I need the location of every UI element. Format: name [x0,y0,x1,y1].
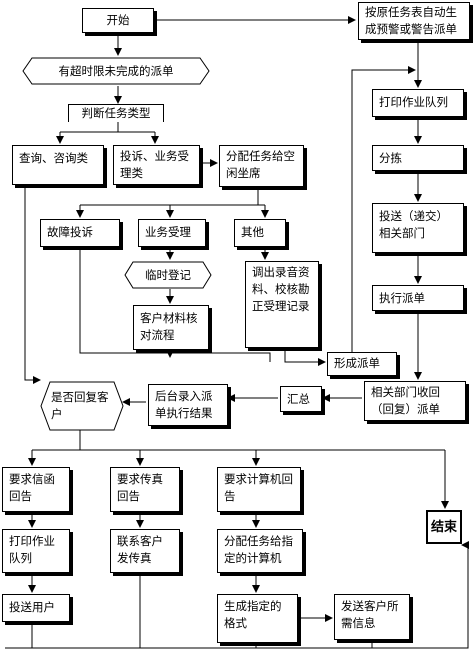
assign-idle-seat-label: 分配任务给空闲坐席 [226,149,295,180]
auto-dispatch-node: 按原任务表自动生成预警或警告派单 [358,2,470,40]
gen-format-node: 生成指定的格式 [217,594,298,643]
recording-review-label: 调出录音资料、校核勘正受理记录 [252,265,310,313]
customer-material-label: 客户材料核对流程 [140,311,198,342]
complaint-business-label: 投诉、业务受理类 [120,149,189,180]
computer-reply-node: 要求计算机回告 [217,467,301,512]
query-node: 查询、咨询类 [12,145,104,185]
complaint-business-node: 投诉、业务受理类 [113,145,200,185]
edge-assign-split [80,187,265,206]
summary-label: 汇总 [287,392,310,406]
business-accept-node: 业务受理 [138,219,206,247]
edge-fault-down [79,247,165,354]
dept-receipt-label: 相关部门收回（回复）派单 [371,385,440,416]
edge-join-to-form [165,352,271,362]
form-dispatch-label: 形成派单 [334,356,380,370]
letter-reply-label: 要求信函回告 [9,472,55,503]
recording-review-node: 调出录音资料、校核勘正受理记录 [245,261,319,348]
send-departments-node: 投送（递交）相关部门 [372,203,464,253]
sorting-node: 分拣 [372,145,464,171]
temp-register-node: 临时登记 [124,261,212,289]
letter-print-queue-label: 打印作业队列 [9,534,55,565]
send-info-node: 发送客户所需信息 [334,594,410,640]
deliver-user-node: 投送用户 [2,594,70,622]
other-node: 其他 [234,219,286,247]
temp-register-label: 临时登记 [145,267,191,282]
query-label: 查询、咨询类 [19,151,88,165]
overdue-label: 有超时限未完成的派单 [58,63,174,78]
letter-print-queue-node: 打印作业队列 [2,529,70,573]
contact-fax-node: 联系客户发传真 [110,529,180,573]
assign-idle-seat-node: 分配任务给空闲坐席 [219,145,304,187]
assign-computer-label: 分配任务给指定的计算机 [224,534,293,565]
fax-reply-label: 要求传真回告 [117,472,163,503]
contact-fax-label: 联系客户发传真 [117,534,163,565]
send-info-label: 发送客户所需信息 [341,599,399,630]
edge-form-to-print [351,66,416,352]
reply-customer-hexagon-shape [40,381,124,431]
end-node: 结束 [426,510,462,544]
computer-reply-label: 要求计算机回告 [224,472,293,503]
judge-type-label: 判断任务类型 [81,106,151,120]
reply-customer-decision: 是否回复客户 [40,381,124,431]
overdue-hexagon-shape [22,57,210,85]
backend-entry-label: 后台录入派单执行结果 [155,389,213,420]
edge-judge-split [60,121,155,133]
deliver-user-label: 投送用户 [9,600,55,614]
end-label: 结束 [430,519,457,535]
execute-dispatch-node: 执行派单 [372,285,464,311]
dept-receipt-node: 相关部门收回（回复）派单 [364,381,466,421]
print-queue-label: 打印作业队列 [379,95,448,109]
other-label: 其他 [241,225,264,239]
summary-node: 汇总 [280,386,322,412]
assign-computer-node: 分配任务给指定的计算机 [217,529,303,573]
reply-customer-label: 是否回复客户 [51,390,109,421]
business-accept-label: 业务受理 [145,225,191,239]
overdue-decision: 有超时限未完成的派单 [22,57,210,85]
execute-dispatch-label: 执行派单 [379,291,425,305]
edge-bottom-collector [5,541,469,649]
fault-complaint-label: 故障投诉 [47,225,93,239]
start-node: 开始 [82,8,154,33]
letter-reply-node: 要求信函回告 [2,467,70,512]
fault-complaint-node: 故障投诉 [40,219,120,247]
gen-format-label: 生成指定的格式 [224,599,282,630]
print-queue-node: 打印作业队列 [372,89,464,117]
edge-recording-to-form [284,348,326,366]
judge-type-node: 判断任务类型 [68,104,164,122]
backend-entry-node: 后台录入派单执行结果 [148,384,228,426]
start-label: 开始 [106,13,130,27]
edge-query-to-reply [24,185,41,384]
temp-register-hexagon-shape [124,261,212,289]
customer-material-node: 客户材料核对流程 [133,305,209,350]
fax-reply-node: 要求传真回告 [110,467,180,512]
auto-dispatch-label: 按原任务表自动生成预警或警告派单 [365,5,457,36]
send-departments-label: 投送（递交）相关部门 [379,209,448,240]
sorting-label: 分拣 [379,151,402,165]
form-dispatch-node: 形成派单 [327,352,397,376]
